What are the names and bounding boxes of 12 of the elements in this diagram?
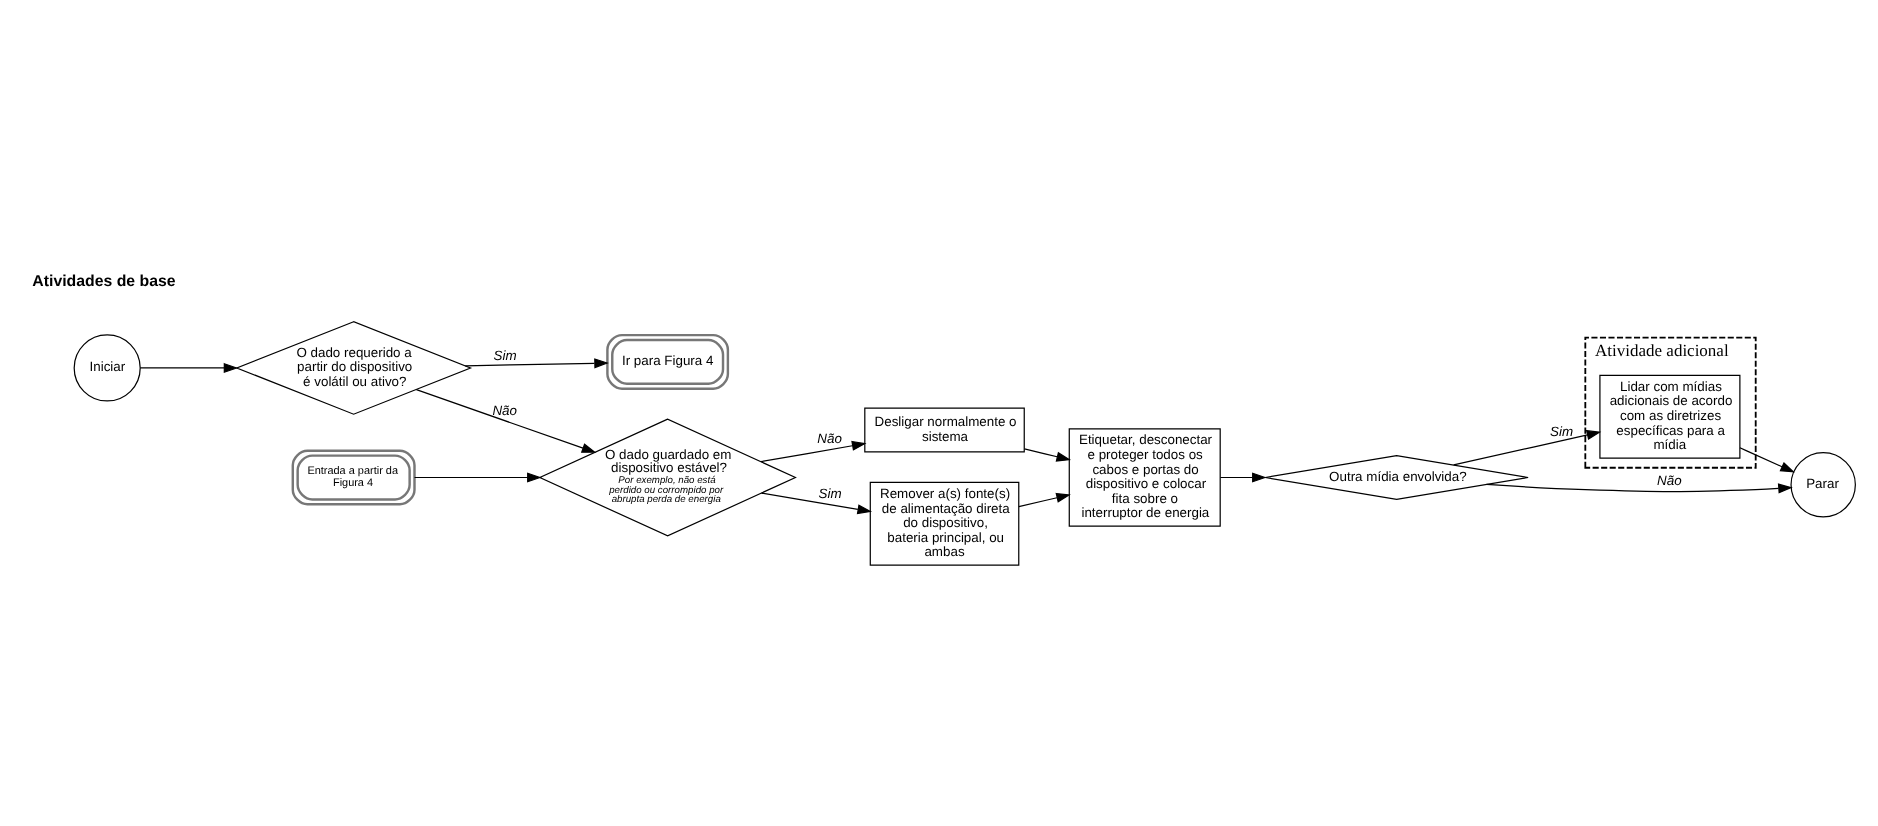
arrow xyxy=(1453,430,1602,466)
arrow xyxy=(413,472,542,483)
arrow xyxy=(1219,472,1267,483)
arrow xyxy=(1485,483,1793,494)
arrow xyxy=(139,362,239,374)
arrow xyxy=(1739,447,1795,473)
arrow xyxy=(760,492,873,515)
arrow xyxy=(1018,492,1071,508)
arrow xyxy=(415,389,597,453)
arrow xyxy=(464,358,609,369)
arrow xyxy=(760,440,867,463)
arrow xyxy=(1023,448,1072,462)
